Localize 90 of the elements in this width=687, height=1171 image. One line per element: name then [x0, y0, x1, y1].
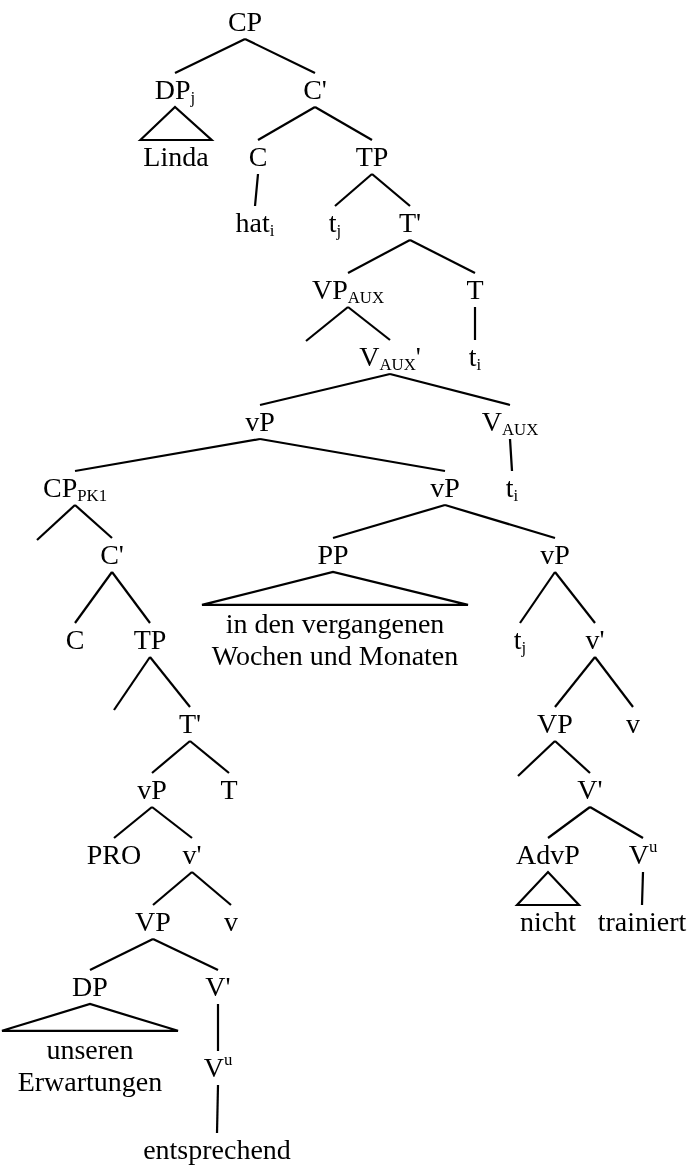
- tree-node-label: V$_{AUX}$: [481, 408, 539, 436]
- branch-line: [174, 38, 246, 74]
- branch-line: [259, 437, 446, 473]
- tree-node-label: vP: [430, 474, 460, 502]
- tree-node-label: C: [65, 626, 85, 654]
- branch-line: [371, 173, 411, 207]
- branch-line: [473, 307, 477, 340]
- branch-line: [257, 106, 316, 141]
- tree-node-label: vP: [245, 408, 275, 436]
- branch-line: [389, 372, 511, 407]
- branch-line: [113, 806, 153, 839]
- branch-line: [259, 372, 391, 407]
- tree-node-label: hat$_{i}$: [235, 209, 275, 237]
- tree-node-label: unseren Erwartungen: [5, 1033, 175, 1099]
- tree-node-label: T: [220, 776, 238, 804]
- tree-node-label: C': [100, 541, 124, 569]
- tree-node-label: TP: [133, 626, 167, 654]
- branch-line: [332, 503, 446, 540]
- branch-line: [589, 806, 644, 839]
- branch-line: [519, 571, 556, 624]
- tree-node-label: entsprechend: [143, 1136, 291, 1164]
- branch-line: [554, 656, 596, 708]
- tree-node-label: V$_{AUX}$': [359, 343, 421, 371]
- tree-node-label: C': [303, 76, 327, 104]
- branch-line: [517, 740, 556, 777]
- branch-line: [216, 1004, 220, 1051]
- branch-line: [89, 938, 154, 971]
- triangle-branch: [137, 105, 215, 142]
- branch-line: [111, 571, 151, 624]
- triangle-branch: [200, 570, 470, 606]
- branch-line: [347, 239, 411, 274]
- branch-line: [305, 306, 349, 342]
- tree-node-label: V$^{u}$: [628, 841, 658, 869]
- branch-line: [244, 38, 316, 74]
- branch-line: [151, 806, 193, 839]
- tree-node-label: DP: [72, 973, 108, 1001]
- tree-node-label: V$^{u}$: [203, 1054, 233, 1082]
- tree-node-label: VP: [135, 908, 171, 936]
- branch-line: [189, 740, 230, 774]
- tree-node-label: V': [577, 776, 603, 804]
- branch-line: [152, 871, 193, 906]
- triangle-branch: [514, 870, 582, 907]
- branch-line: [74, 504, 113, 539]
- branch-line: [151, 740, 191, 774]
- tree-node-label: v': [585, 626, 605, 654]
- branch-line: [594, 656, 634, 708]
- tree-node-label: t$_{i}$: [505, 474, 519, 502]
- tree-node-label: VP$_{AUX}$: [311, 276, 385, 304]
- branch-line: [314, 106, 373, 141]
- tree-node-label: CP$_{PK1}$: [42, 474, 108, 502]
- tree-node-label: v: [626, 710, 640, 738]
- branch-line: [113, 656, 151, 711]
- branch-line: [152, 938, 219, 971]
- tree-node-label: TP: [355, 143, 389, 171]
- tree-node-label: T': [178, 710, 202, 738]
- branch-line: [149, 656, 191, 708]
- branch-line: [554, 740, 591, 774]
- tree-node-label: VP: [537, 710, 573, 738]
- branch-line: [253, 173, 260, 207]
- tree-node-label: trainiert: [597, 908, 687, 936]
- branch-line: [409, 239, 476, 274]
- tree-node-label: C: [248, 143, 268, 171]
- triangle-branch: [0, 1002, 180, 1032]
- branch-line: [215, 1084, 220, 1134]
- branch-line: [554, 571, 596, 624]
- tree-node-label: vP: [540, 541, 570, 569]
- tree-node-label: v': [182, 841, 202, 869]
- branch-line: [508, 438, 514, 472]
- branch-line: [74, 571, 113, 624]
- tree-node-label: T: [466, 276, 484, 304]
- tree-node-label: nicht: [520, 908, 576, 936]
- tree-node-label: AdvP: [516, 841, 580, 869]
- branch-line: [547, 806, 591, 839]
- tree-node-label: vP: [137, 776, 167, 804]
- branch-line: [36, 504, 76, 541]
- branch-line: [334, 173, 373, 207]
- tree-node-label: T': [398, 209, 422, 237]
- tree-node-label: in den vergangenen Wochen und Monaten: [205, 607, 465, 673]
- tree-node-label: v: [224, 908, 238, 936]
- branch-line: [640, 871, 645, 906]
- tree-node-label: CP: [227, 8, 263, 36]
- branch-line: [191, 871, 232, 906]
- tree-node-label: t$_{i}$: [468, 343, 482, 371]
- branch-line: [74, 437, 261, 473]
- branch-line: [444, 503, 556, 540]
- tree-node-label: PRO: [86, 841, 142, 869]
- tree-node-label: V': [205, 973, 231, 1001]
- tree-node-label: PP: [317, 541, 349, 569]
- branch-line: [347, 306, 391, 341]
- tree-node-label: Linda: [143, 143, 209, 171]
